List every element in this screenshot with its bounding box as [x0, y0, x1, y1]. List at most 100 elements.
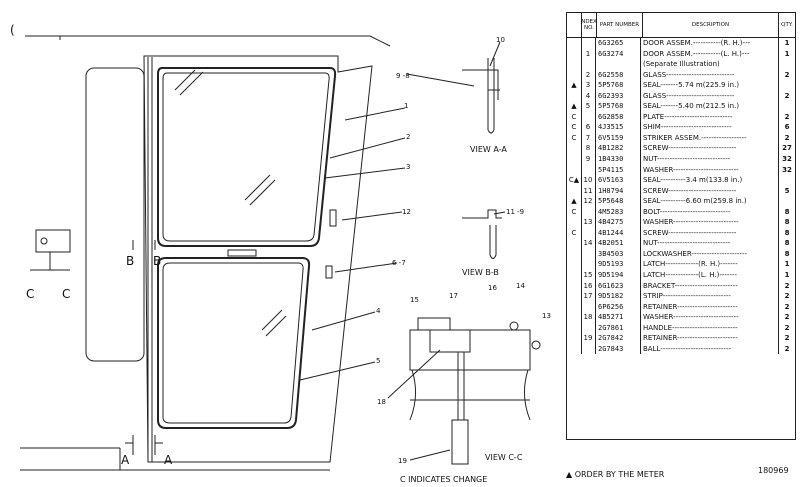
- row-description: (Separate Illustration): [643, 60, 720, 69]
- row-part-number: 4B4275: [596, 217, 641, 228]
- row-description: STRIKER ASSEM.------------------: [643, 133, 747, 142]
- row-mark: [567, 186, 581, 197]
- row-part-number: 6V5159: [596, 132, 641, 144]
- row-qty: 2: [778, 343, 795, 355]
- row-part-number: 1B4330: [596, 154, 641, 165]
- parts-list-table: NDEX NO. PART NUMBER DESCRIPTION QTY. 6G…: [566, 12, 796, 440]
- row-mark: [567, 249, 581, 260]
- callout-1: 1: [404, 102, 408, 110]
- row-qty: [778, 196, 795, 207]
- row-description: RETAINER------------------------: [643, 302, 738, 311]
- row-qty: [778, 101, 795, 112]
- row-part-number: 2G7842: [596, 333, 641, 344]
- row-mark: [567, 49, 581, 60]
- row-description: GLASS---------------------------: [643, 70, 735, 79]
- row-mark: [567, 59, 581, 70]
- row-mark: [567, 91, 581, 102]
- callout-15: 15: [410, 296, 419, 304]
- row-part-number: 2G7861: [596, 322, 641, 334]
- row-part-number: 4B1282: [596, 143, 641, 155]
- row-mark: [567, 270, 581, 281]
- row-index-no: 3: [581, 80, 596, 91]
- row-index-no: 6: [581, 122, 596, 133]
- row-index-no: [581, 164, 596, 176]
- row-description: WASHER--------------------------: [643, 218, 739, 227]
- row-mark: C▲: [568, 176, 580, 185]
- row-index-no: 12: [581, 196, 596, 207]
- row-qty: 1: [778, 259, 795, 271]
- callout-17: 17: [449, 292, 458, 300]
- row-part-number: 9D5193: [596, 259, 641, 271]
- row-mark: [567, 143, 581, 154]
- view-bb-label: VIEW B-B: [462, 268, 499, 277]
- callout-19: 19: [398, 457, 407, 465]
- row-description: WASHER--------------------------: [643, 313, 739, 322]
- row-description: BRACKET-------------------------: [643, 281, 738, 290]
- row-part-number: 4B2051: [596, 238, 641, 249]
- row-part-number: 5P5648: [596, 196, 641, 207]
- row-part-number: 6G2858: [596, 111, 641, 123]
- row-qty: 1: [778, 48, 795, 60]
- row-description: RETAINER------------------------: [643, 334, 738, 343]
- row-mark: [567, 281, 581, 292]
- row-description: SEAL-------5.74 m(225.9 in.): [643, 81, 740, 90]
- row-description: SEAL----------3.4 m(133.8 in.): [643, 176, 743, 185]
- row-index-no: [581, 206, 596, 218]
- row-qty: 27: [778, 143, 795, 155]
- meter-note: ▲ ORDER BY THE METER: [566, 470, 665, 479]
- section-marker-a-right: A: [164, 453, 173, 467]
- row-index-no: 7: [581, 132, 596, 144]
- row-description: LOCKWASHER----------------------: [643, 249, 747, 258]
- row-mark: [567, 344, 581, 355]
- row-index-no: 15: [581, 270, 596, 281]
- row-index-no: [581, 343, 596, 355]
- row-mark: [567, 291, 581, 302]
- section-marker-c-right: C: [62, 287, 70, 301]
- row-qty: 2: [778, 301, 795, 313]
- paren-glyph: (: [10, 23, 15, 37]
- drawing-number: 180969: [758, 466, 789, 475]
- row-qty: 8: [778, 248, 795, 260]
- callout-16: 16: [488, 284, 497, 292]
- row-mark: [567, 302, 581, 313]
- row-description: LATCH-------------(R. H.)-------: [643, 260, 738, 269]
- door-assembly-drawing: ( VIEW A-A VIEW B-B VIEW C-C A A B B C C…: [10, 23, 551, 484]
- row-qty: 32: [778, 164, 795, 176]
- row-mark: C: [571, 133, 577, 142]
- row-index-no: 9: [581, 154, 596, 165]
- callout-13: 13: [542, 312, 551, 320]
- row-qty: 2: [778, 132, 795, 144]
- callout-3: 3: [406, 163, 410, 171]
- row-mark: [567, 217, 581, 228]
- row-index-no: 11: [581, 185, 596, 197]
- header-index-no: NDEX NO.: [581, 13, 597, 37]
- row-description: SCREW---------------------------: [643, 186, 737, 195]
- row-description: DOOR ASSEM.-----------(R. H.)---: [643, 39, 751, 47]
- row-part-number: 9D5194: [596, 270, 641, 281]
- row-index-no: [581, 259, 596, 271]
- header-mark: [567, 13, 582, 37]
- row-index-no: 8: [581, 143, 596, 155]
- row-mark: [567, 312, 581, 323]
- row-part-number: 6G3274: [596, 48, 641, 60]
- row-qty: 2: [778, 280, 795, 292]
- row-qty: 8: [778, 206, 795, 218]
- callout-2: 2: [406, 133, 410, 141]
- row-mark: C: [571, 123, 577, 132]
- row-mark: ▲: [571, 102, 577, 111]
- row-description: STRIP---------------------------: [643, 292, 731, 301]
- row-part-number: 6G2558: [596, 69, 641, 81]
- row-index-no: 14: [581, 238, 596, 249]
